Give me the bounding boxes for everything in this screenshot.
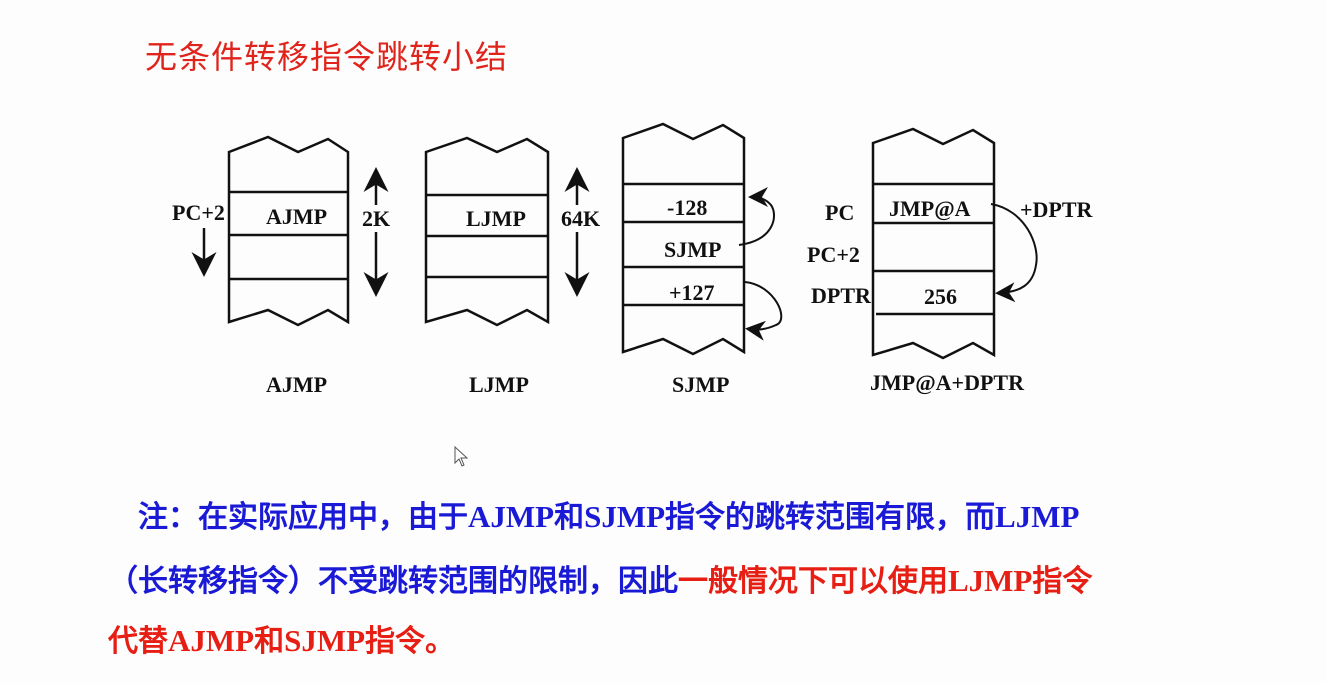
ajmp-diagram: [191, 135, 389, 327]
ljmp-cell-label: LJMP: [466, 206, 526, 231]
note-term: SJMP: [584, 499, 666, 534]
note-term: LJMP: [995, 499, 1080, 534]
note-text: 注：在实际应用中，由于: [138, 500, 468, 535]
note-highlight: 和: [254, 624, 285, 659]
note-highlight: 指令。: [365, 624, 456, 659]
note-highlight: 一般情况下可以使用: [678, 564, 948, 599]
dptr-jump-arrow: [990, 203, 1038, 303]
note-term: AJMP: [168, 623, 255, 658]
sjmp-cell-plus127: +127: [669, 280, 715, 305]
note-term: LJMP: [948, 563, 1033, 598]
sjmp-diagram: [621, 122, 783, 356]
note-term: AJMP: [468, 499, 555, 534]
ajmp-memory-block: [227, 135, 350, 327]
ljmp-caption: LJMP: [469, 372, 529, 397]
ajmp-caption: AJMP: [266, 372, 327, 397]
jmpa-caption: JMP@A+DPTR: [870, 370, 1025, 395]
note-highlight: 代替: [108, 624, 168, 659]
sjmp-cell-minus128: -128: [667, 195, 707, 220]
jmpa-cell-target: 256: [924, 284, 957, 309]
note-term: SJMP: [284, 623, 366, 658]
jmpa-diagram: [871, 127, 1038, 360]
slide-title: 无条件转移指令跳转小结: [145, 38, 509, 76]
ljmp-diagram: [424, 136, 590, 327]
sjmp-memory-block: [621, 122, 746, 356]
note-line-1: 注：在实际应用中，由于AJMP和SJMP指令的跳转范围有限，而LJMP: [138, 492, 1079, 536]
jmpa-dptr-label: DPTR: [811, 283, 872, 308]
sjmp-cell-sjmp: SJMP: [664, 237, 721, 262]
ajmp-pc-label: PC+2: [172, 200, 225, 225]
ljmp-range-label: 64K: [561, 206, 600, 231]
forward-jump-arrow: [744, 281, 783, 341]
jmpa-cell-label: JMP@A: [889, 196, 971, 221]
note-text: （长转移指令）不受跳转范围的限制，因此: [108, 564, 678, 599]
note-highlight: 指令: [1032, 564, 1093, 599]
ajmp-cell-label: AJMP: [266, 204, 327, 229]
jmpa-pc-label: PC: [825, 200, 854, 225]
note-line-3: 代替AJMP和SJMP指令。: [108, 616, 455, 660]
note-text: 和: [554, 500, 585, 535]
note-line-2: （长转移指令）不受跳转范围的限制，因此一般情况下可以使用LJMP指令: [108, 556, 1092, 600]
jmpa-pc2-label: PC+2: [807, 242, 860, 267]
jmpa-memory-block: [871, 127, 996, 360]
note-text: 指令的跳转范围有限，而: [665, 500, 996, 535]
ljmp-memory-block: [424, 136, 550, 327]
jmpa-arrow-label: +DPTR: [1020, 197, 1094, 222]
backward-jump-arrow: [738, 187, 775, 246]
ajmp-range-label: 2K: [362, 206, 390, 231]
mouse-pointer-icon: [454, 446, 469, 467]
sjmp-caption: SJMP: [672, 372, 729, 397]
